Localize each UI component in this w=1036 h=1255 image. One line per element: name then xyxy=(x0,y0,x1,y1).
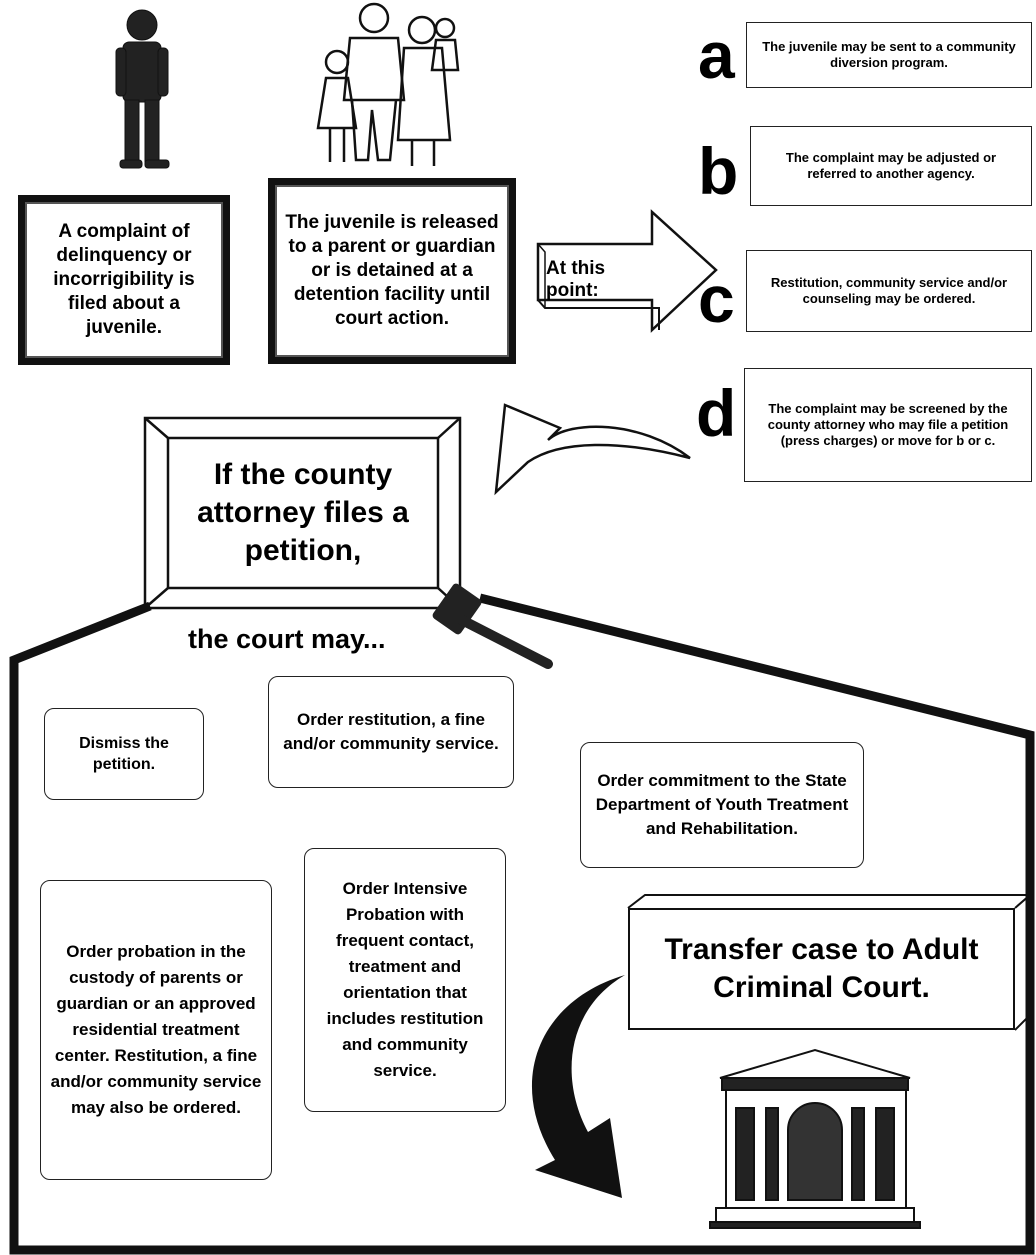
option-box-a: The juvenile may be sent to a community … xyxy=(746,22,1032,88)
option-letter-a: a xyxy=(698,18,735,92)
transfer-box-depth xyxy=(627,894,1033,1031)
arrow-label: At this point: xyxy=(546,258,606,301)
option-letter-b: b xyxy=(698,134,739,208)
option-letter-c: c xyxy=(698,262,735,336)
black-curved-arrow-icon xyxy=(531,975,625,1198)
option-text-d: The complaint may be screened by the cou… xyxy=(767,401,1009,448)
option-box-d: The complaint may be screened by the cou… xyxy=(744,368,1032,482)
option-text-c: Restitution, community service and/or co… xyxy=(770,275,1008,306)
intensive-text: Order Intensive Probation with frequent … xyxy=(326,879,484,1080)
at-this-point-arrow xyxy=(536,209,718,333)
commitment-box: Order commitment to the State Department… xyxy=(580,742,864,868)
intensive-box: Order Intensive Probation with frequent … xyxy=(304,848,506,1112)
option-box-c: Restitution, community service and/or co… xyxy=(746,250,1032,332)
restitution-text: Order restitution, a fine and/or communi… xyxy=(283,710,499,753)
courthouse-icon xyxy=(709,1048,921,1229)
petition-text: If the county attorney files a petition, xyxy=(172,442,434,584)
released-text: The juvenile is released to a parent or … xyxy=(285,212,499,329)
commitment-text: Order commitment to the State Department… xyxy=(595,771,849,838)
option-text-a: The juvenile may be sent to a community … xyxy=(762,39,1016,70)
option-text-b: The complaint may be adjusted or referre… xyxy=(785,150,997,181)
probation-text: Order probation in the custody of parent… xyxy=(50,942,262,1117)
family-figure-icon xyxy=(316,2,460,166)
juvenile-figure-icon xyxy=(115,9,170,169)
dismiss-box: Dismiss the petition. xyxy=(44,708,204,800)
transfer-text: Transfer case to Adult Criminal Court. xyxy=(664,933,979,1004)
petition-label: If the county attorney files a petition, xyxy=(197,458,409,567)
court-may-label: the court may... xyxy=(188,624,386,654)
court-enclosure xyxy=(9,593,1035,1255)
probation-box: Order probation in the custody of parent… xyxy=(40,880,272,1180)
transfer-box: Transfer case to Adult Criminal Court. xyxy=(628,908,1015,1030)
curved-arrow-icon xyxy=(494,403,691,496)
released-box: The juvenile is released to a parent or … xyxy=(268,178,516,364)
option-box-b: The complaint may be adjusted or referre… xyxy=(750,126,1032,206)
complaint-text: A complaint of delinquency or incorrigib… xyxy=(53,221,195,338)
restitution-box: Order restitution, a fine and/or communi… xyxy=(268,676,514,788)
option-letter-d: d xyxy=(696,376,737,450)
dismiss-text: Dismiss the petition. xyxy=(79,735,169,773)
complaint-box: A complaint of delinquency or incorrigib… xyxy=(18,195,230,365)
gavel-icon xyxy=(432,583,553,669)
